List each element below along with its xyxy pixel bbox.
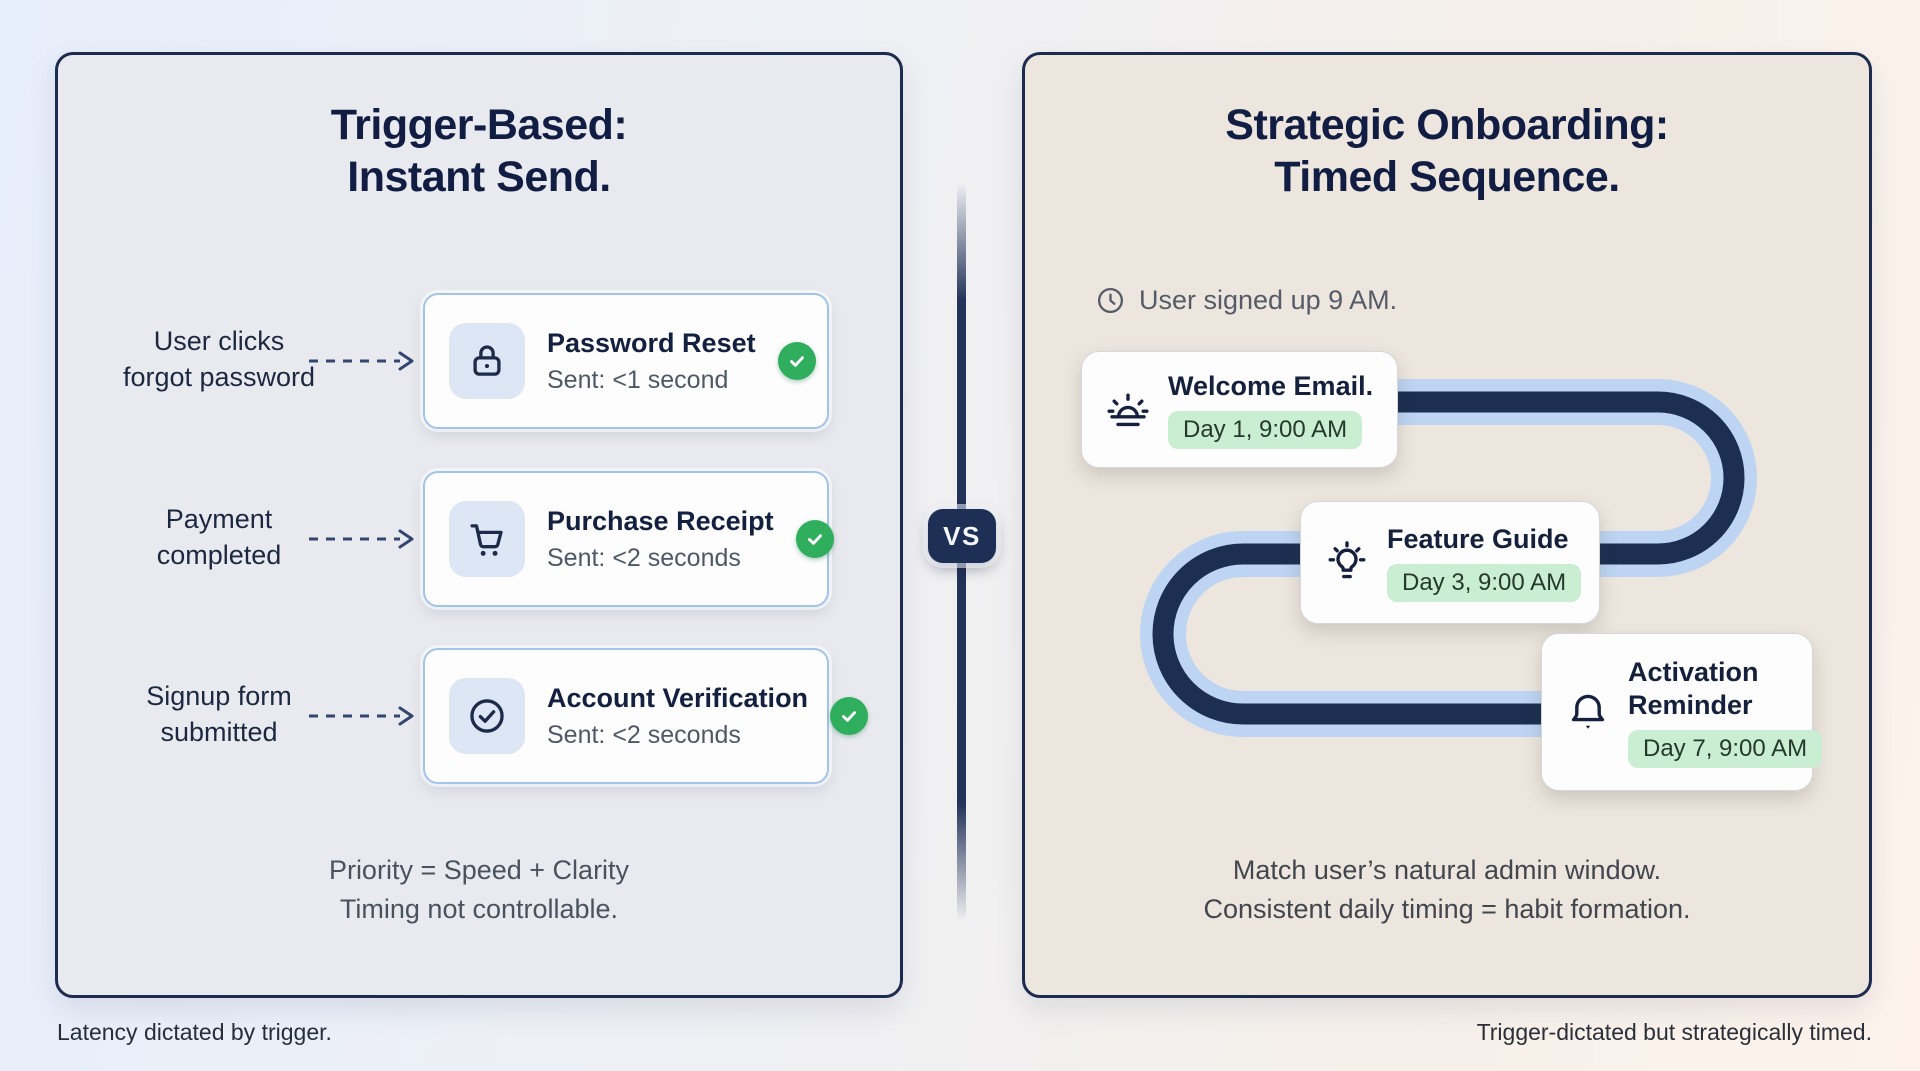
sunrise-icon <box>1104 386 1152 434</box>
step-schedule-badge: Day 3, 9:00 AM <box>1387 564 1582 603</box>
step-card-welcome-email: Welcome Email. Day 1, 9:00 AM <box>1081 351 1398 468</box>
card-subtitle: Sent: <1 second <box>547 365 729 394</box>
email-card-password-reset: Password Reset Sent: <1 second <box>423 293 829 429</box>
trigger-label-line1: User clicks <box>153 326 285 356</box>
check-circle-icon <box>449 678 525 754</box>
left-panel-summary: Priority = Speed + Clarity Timing not co… <box>58 851 900 929</box>
email-card-account-verification: Account Verification Sent: <2 seconds <box>423 648 869 784</box>
dashed-arrow-icon <box>309 351 414 371</box>
left-panel-title-line2: Instant Send. <box>347 153 611 202</box>
cart-icon <box>449 501 525 577</box>
step-title: Activation Reminder <box>1628 656 1759 720</box>
card-subtitle: Sent: <2 seconds <box>547 720 741 749</box>
right-panel-title-line2: Timed Sequence. <box>1274 153 1620 202</box>
right-summary-line2: Consistent daily timing = habit formatio… <box>1203 894 1691 925</box>
trigger-based-panel: Trigger-Based: Instant Send. User clicks… <box>55 52 903 998</box>
card-subtitle: Sent: <2 seconds <box>547 543 741 572</box>
left-panel-title: Trigger-Based: Instant Send. <box>58 99 900 204</box>
card-title: Account Verification <box>547 682 809 713</box>
check-badge-icon <box>830 697 869 735</box>
step-title: Welcome Email. <box>1168 370 1374 401</box>
step-title: Feature Guide <box>1387 523 1569 554</box>
footer-note-left: Latency dictated by trigger. <box>57 1019 332 1045</box>
right-panel-title: Strategic Onboarding: Timed Sequence. <box>1025 99 1869 204</box>
right-panel-summary: Match user’s natural admin window. Consi… <box>1025 851 1869 929</box>
bell-icon <box>1564 688 1612 736</box>
check-badge-icon <box>795 520 834 558</box>
strategic-onboarding-panel: Strategic Onboarding: Timed Sequence. Us… <box>1022 52 1872 998</box>
left-summary-line2: Timing not controllable. <box>339 894 619 925</box>
left-panel-title-line1: Trigger-Based: <box>330 101 628 149</box>
card-title: Purchase Receipt <box>547 505 774 536</box>
trigger-label-forgot-password: User clicks forgot password <box>73 324 365 395</box>
trigger-label-line1: Payment <box>165 504 273 534</box>
email-card-purchase-receipt: Purchase Receipt Sent: <2 seconds <box>423 471 834 607</box>
right-summary-line1: Match user’s natural admin window. <box>1232 855 1662 885</box>
lock-icon <box>449 323 525 399</box>
check-badge-icon <box>777 342 816 380</box>
trigger-label-line1: Signup form <box>146 681 292 711</box>
trigger-label-payment: Payment completed <box>73 502 365 573</box>
right-panel-title-line1: Strategic Onboarding: <box>1225 101 1669 149</box>
step-card-activation-reminder: Activation Reminder Day 7, 9:00 AM <box>1541 633 1823 791</box>
trigger-label-line2: submitted <box>160 716 278 747</box>
trigger-label-line2: forgot password <box>122 361 316 392</box>
trigger-label-line2: completed <box>156 539 282 570</box>
dashed-arrow-icon <box>309 529 414 549</box>
step-card-feature-guide: Feature Guide Day 3, 9:00 AM <box>1300 501 1600 624</box>
signup-note-text: User signed up 9 AM. <box>1139 285 1398 315</box>
footer-note-right: Trigger-dictated but strategically timed… <box>1476 1019 1872 1045</box>
clock-icon <box>1095 285 1126 316</box>
vs-badge: VS <box>928 509 996 563</box>
left-summary-line1: Priority = Speed + Clarity <box>328 855 630 885</box>
dashed-arrow-icon <box>309 706 414 726</box>
step-schedule-badge: Day 1, 9:00 AM <box>1168 411 1363 450</box>
card-title: Password Reset <box>547 327 756 358</box>
lightbulb-icon <box>1323 539 1371 587</box>
step-schedule-badge: Day 7, 9:00 AM <box>1628 730 1823 769</box>
trigger-label-signup: Signup form submitted <box>73 679 365 750</box>
signup-note: User signed up 9 AM. <box>1095 285 1397 316</box>
